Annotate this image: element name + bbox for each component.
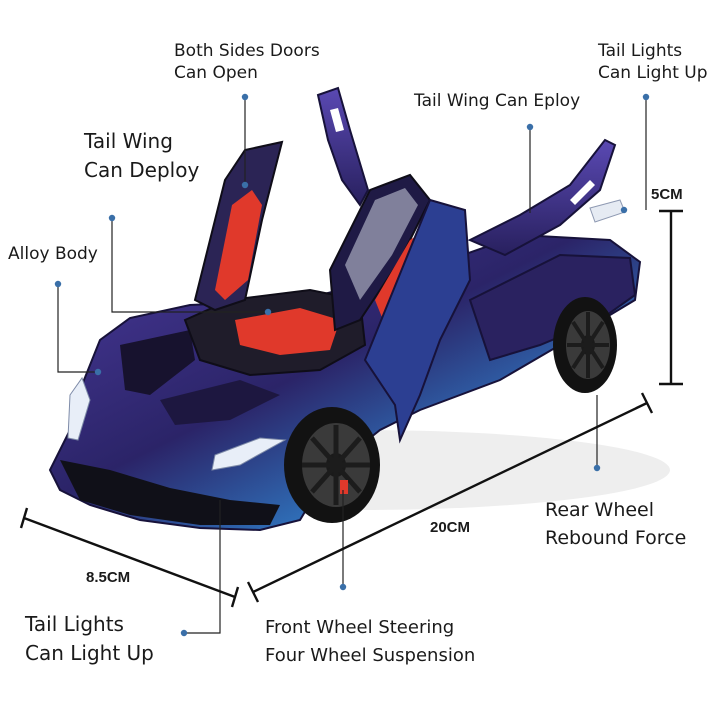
rear-wheel-line-1: Rear Wheel bbox=[545, 499, 655, 521]
callout-line-wing-deploy bbox=[111, 218, 268, 313]
dimension-lines bbox=[19, 209, 683, 608]
tail-lights-top-line-2: Can Light Up bbox=[598, 63, 708, 84]
hood-vent bbox=[160, 380, 280, 425]
rear-wheel bbox=[553, 297, 617, 393]
tail-wing-deploy-line-1: Tail Wing bbox=[84, 129, 173, 153]
front-wheel bbox=[284, 407, 380, 523]
toy-car bbox=[48, 86, 642, 532]
rear-wheel-callout: Rear Wheel Rebound Force bbox=[545, 497, 686, 552]
front-grille bbox=[60, 460, 280, 525]
front-wheel-callout: Front Wheel Steering Four Wheel Suspensi… bbox=[265, 614, 475, 670]
side-panel bbox=[363, 198, 472, 444]
callout-dot bbox=[264, 308, 272, 316]
hood-vent bbox=[120, 330, 195, 395]
tail-wing-left bbox=[316, 86, 370, 207]
left-door-interior bbox=[215, 190, 262, 300]
length-dimension-line bbox=[252, 401, 648, 594]
tail-wing-deploy-callout: Tail Wing Can Deploy bbox=[84, 127, 199, 185]
tail-lights-bottom-line-2: Can Light Up bbox=[25, 641, 154, 665]
tail-wing-eploy-callout: Tail Wing Can Eploy bbox=[414, 91, 581, 111]
tail-wing-right bbox=[467, 138, 617, 257]
tail-light bbox=[589, 199, 626, 223]
callout-lines bbox=[57, 97, 647, 634]
tail-lights-bottom-line-1: Tail Lights bbox=[25, 612, 124, 636]
tail-lights-top-line-1: Tail Lights bbox=[598, 41, 683, 61]
doors-line-2: Can Open bbox=[174, 63, 258, 84]
tail-wing-deploy-line-2: Can Deploy bbox=[84, 158, 200, 182]
callout-dot bbox=[94, 368, 102, 376]
wing-slot bbox=[330, 108, 344, 132]
callout-dot bbox=[54, 280, 62, 288]
tail-lights-bottom-callout: Tail Lights Can Light Up bbox=[25, 610, 154, 668]
length-dimension-label: 20CM bbox=[430, 519, 471, 536]
headlight bbox=[211, 437, 287, 471]
alloy-body-callout: Alloy Body bbox=[8, 244, 98, 264]
interior bbox=[235, 308, 340, 355]
rear-section bbox=[468, 253, 637, 362]
tail-lights-top-callout: Tail Lights Can Light Up bbox=[598, 40, 708, 84]
callout-dots bbox=[54, 93, 650, 637]
width-dimension-label: 8.5CM bbox=[86, 569, 131, 586]
callout-dot bbox=[620, 206, 628, 214]
callout-dot bbox=[593, 464, 601, 472]
headlight bbox=[67, 376, 91, 441]
callout-dot bbox=[642, 93, 650, 101]
callout-dot bbox=[339, 583, 347, 591]
callout-dot bbox=[241, 181, 249, 189]
callout-dot bbox=[180, 629, 188, 637]
doors-callout: Both Sides Doors Can Open bbox=[174, 40, 320, 84]
callout-dot bbox=[241, 93, 249, 101]
callout-dot bbox=[526, 123, 534, 131]
wing-slot bbox=[570, 180, 595, 205]
height-dimension-label: 5CM bbox=[651, 186, 683, 203]
front-wheel-line-1: Front Wheel Steering bbox=[265, 617, 455, 638]
right-door-glass bbox=[345, 188, 418, 300]
callout-dot bbox=[108, 214, 116, 222]
width-dimension-line bbox=[23, 516, 236, 599]
callout-line-tail-lights-bottom bbox=[184, 500, 221, 634]
front-wheel-line-2: Four Wheel Suspension bbox=[265, 644, 476, 666]
callout-line-alloy bbox=[57, 284, 98, 373]
rear-wheel-line-2: Rebound Force bbox=[545, 526, 687, 549]
doors-line-1: Both Sides Doors bbox=[174, 41, 320, 61]
